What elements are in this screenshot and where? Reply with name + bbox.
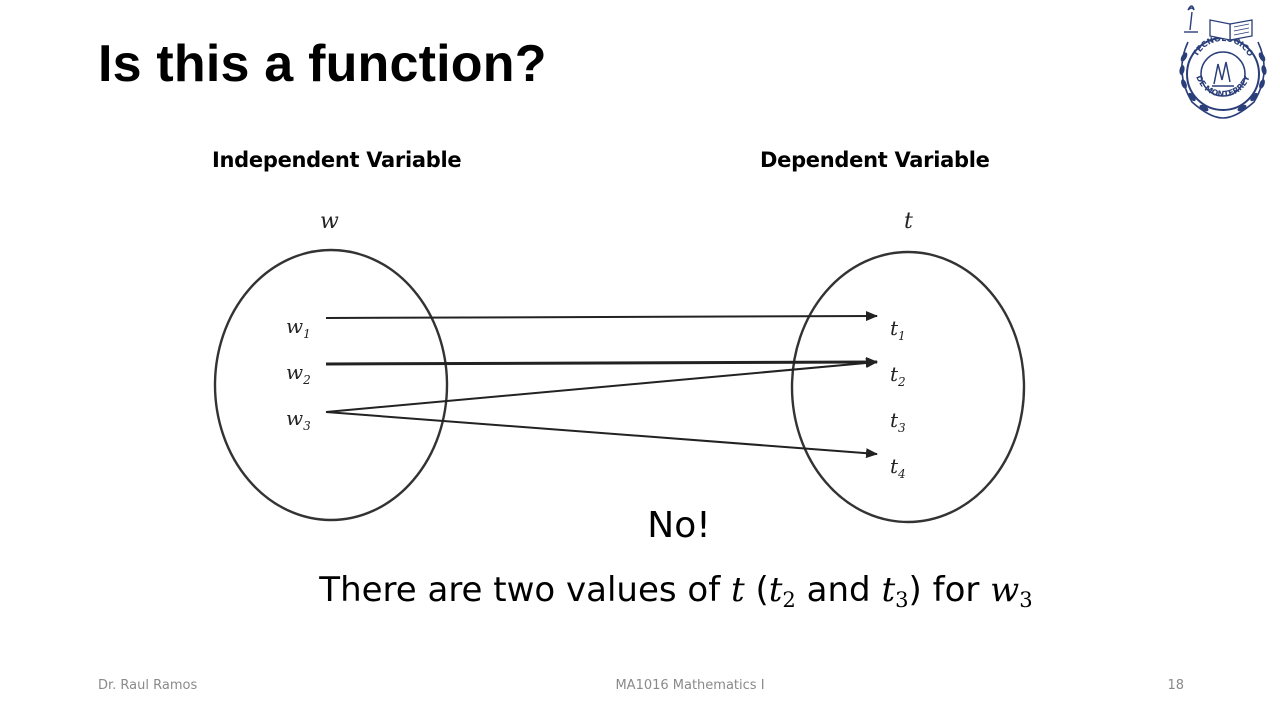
domain-set-label: w xyxy=(320,209,339,234)
answer-verdict: No! xyxy=(647,505,711,546)
answer-explanation: There are two values of t (t2 and t3) fo… xyxy=(0,570,1280,610)
domain-set xyxy=(213,248,449,522)
answer-t-b: t xyxy=(881,570,896,610)
arrow-w3-to-t2 xyxy=(325,358,878,413)
answer-w-sub: 3 xyxy=(1019,586,1033,612)
footer-author: Dr. Raul Ramos xyxy=(98,678,198,693)
codomain-t4: t4 xyxy=(890,454,906,481)
codomain-t2: t2 xyxy=(890,362,906,389)
codomain-set-label: t xyxy=(904,209,913,234)
codomain-set xyxy=(790,250,1026,524)
answer-prefix: There are two values of xyxy=(319,570,731,610)
footer-course: MA1016 Mathematics I xyxy=(615,678,765,693)
answer-open-paren: ( xyxy=(744,570,769,610)
answer-t-b-sub: 3 xyxy=(895,586,909,612)
answer-close-for: ) for xyxy=(908,570,991,610)
answer-w: w xyxy=(990,570,1020,610)
codomain-t1: t1 xyxy=(890,316,906,343)
dependent-variable-heading: Dependent Variable xyxy=(760,148,990,172)
domain-w2: w2 xyxy=(286,360,311,387)
codomain-t3: t3 xyxy=(890,408,906,435)
slide-title: Is this a function? xyxy=(98,35,547,93)
arrow-w3-to-t4 xyxy=(325,411,878,459)
university-seal-icon: TECNOLOGICO DE MONTERREY xyxy=(1179,5,1267,119)
arrow-w2-to-t2 xyxy=(325,357,878,368)
answer-var-t: t xyxy=(731,570,745,610)
answer-t-a-sub: 2 xyxy=(782,586,796,612)
answer-t-a: t xyxy=(768,570,783,610)
domain-w3: w3 xyxy=(286,406,311,433)
answer-and: and xyxy=(795,570,882,610)
arrow-w1-to-t1 xyxy=(325,311,878,322)
domain-w1: w1 xyxy=(286,314,311,341)
independent-variable-heading: Independent Variable xyxy=(212,148,462,172)
footer-page-number: 18 xyxy=(1167,678,1184,693)
